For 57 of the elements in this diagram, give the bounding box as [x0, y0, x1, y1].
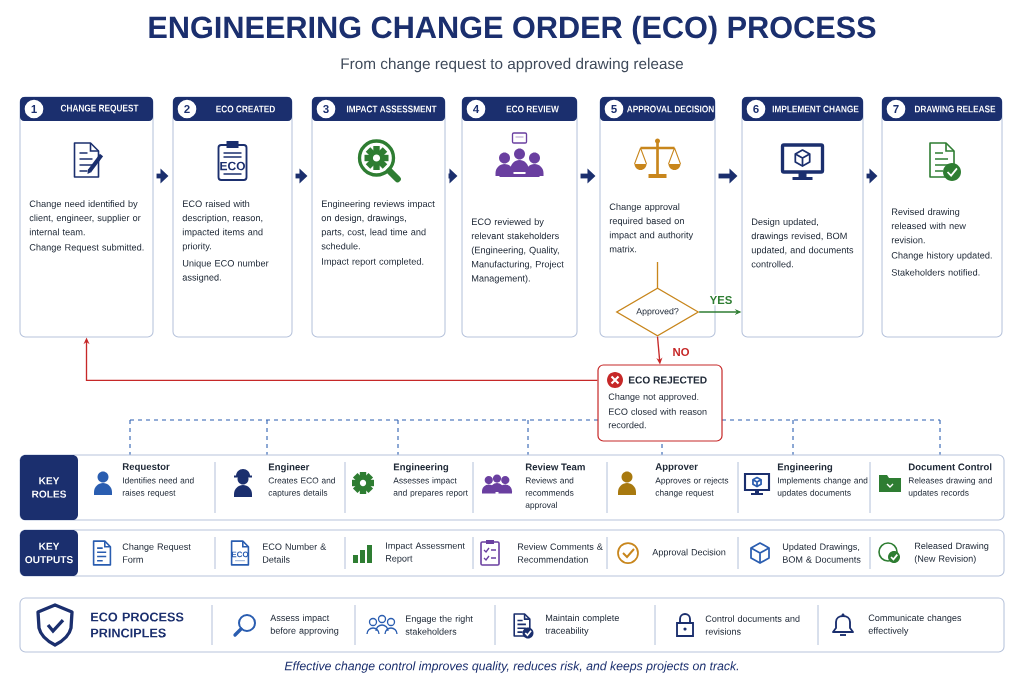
- step-header: 5 APPROVAL DECISION: [600, 97, 715, 121]
- step-description: Change need identified by client, engineer, supplier or internal team.: [29, 200, 141, 236]
- edge-label: YES: [708, 294, 734, 306]
- step-description: Design updated, drawings revised, BOM updated, and documents controlled.: [751, 218, 854, 268]
- role-title: Engineering: [393, 463, 449, 473]
- output-text: Released Drawing (New Revision): [914, 542, 989, 564]
- role-description: Reviews and recommends approval: [525, 477, 574, 510]
- principle-text: Engage the right stakeholders: [405, 615, 473, 635]
- step-description: Stakeholders notified.: [891, 268, 980, 276]
- step-description: Impact report completed.: [322, 257, 424, 267]
- principle-text: Control documents and revisions: [705, 615, 800, 635]
- principle-text: Assess impact before approving: [270, 614, 339, 636]
- step-card: [172, 96, 293, 338]
- role-description: Approves or rejects change request: [655, 477, 729, 498]
- step-header: 6 IMPLEMENT CHANGE: [742, 97, 863, 121]
- role-description: Creates ECO and captures details: [268, 477, 335, 498]
- step-card: [741, 96, 864, 338]
- principle-text: Maintain complete traceability: [545, 614, 619, 636]
- step-header: 3 IMPACT ASSESSMENT: [312, 97, 445, 121]
- role-title: Engineering: [777, 463, 833, 473]
- step-card: [461, 96, 578, 338]
- step-header: 7 DRAWING RELEASE: [882, 97, 1002, 121]
- role-description: Assesses impact and prepares report: [393, 477, 468, 498]
- role-title: Review Team: [525, 463, 585, 471]
- step-header: 4 ECO REVIEW: [462, 97, 577, 121]
- title: ENGINEERING CHANGE ORDER (ECO) PROCESS: [149, 15, 876, 45]
- role-title: Document Control: [908, 463, 992, 471]
- step-card: [311, 96, 446, 338]
- step-description: Unique ECO number assigned.: [182, 259, 269, 283]
- step-description: Change history updated.: [891, 251, 992, 261]
- role-title: Engineer: [268, 463, 310, 473]
- output-text: ECO Number & Details: [263, 543, 327, 563]
- role-description: Identifies need and raises request: [122, 477, 194, 498]
- step-description: Engineering reviews impact on design, drawings, parts, cost, lead time and schedule.: [321, 200, 435, 250]
- role-description: Releases drawing and updates records: [908, 477, 992, 498]
- role-title: Requestor: [122, 463, 170, 472]
- step-description: ECO reviewed by relevant stakeholders (Engineering, Quality, Manufacturing, Project Management).: [471, 218, 564, 284]
- edge-label: NO: [671, 346, 691, 358]
- caption: Effective change control improves quality, reduces risk, and keeps projects on track.: [284, 661, 739, 673]
- output-text: Review Comments & Recommendation: [518, 543, 603, 563]
- subtitle: From change request to approved drawing release: [341, 57, 683, 73]
- output-text: Impact Assessment Report: [386, 542, 465, 564]
- step-description: Change Request submitted.: [29, 243, 144, 253]
- step-description: Change approval required based on impact and authority matrix.: [609, 203, 694, 253]
- output-text: Change Request Form: [122, 543, 191, 563]
- step-header: 1 CHANGE REQUEST: [20, 97, 153, 121]
- step-card: [19, 96, 154, 338]
- role-description: Implements change and updates documents: [777, 477, 868, 498]
- role-title: Approver: [655, 463, 698, 472]
- output-text: Approval Decision: [652, 548, 726, 558]
- step-description: Revised drawing released with new revision.: [891, 208, 966, 244]
- output-text: Updated Drawings, BOM & Documents: [782, 543, 861, 563]
- step-card: [881, 96, 1003, 338]
- principle-text: Communicate changes effectively: [868, 614, 962, 636]
- rejected-box: ECO REJECTED Change not approved. ECO closed with reason recorded.: [597, 364, 723, 442]
- step-description: ECO raised with description, reason, impacted items and priority.: [182, 200, 263, 252]
- step-header: 2 ECO CREATED: [173, 97, 292, 121]
